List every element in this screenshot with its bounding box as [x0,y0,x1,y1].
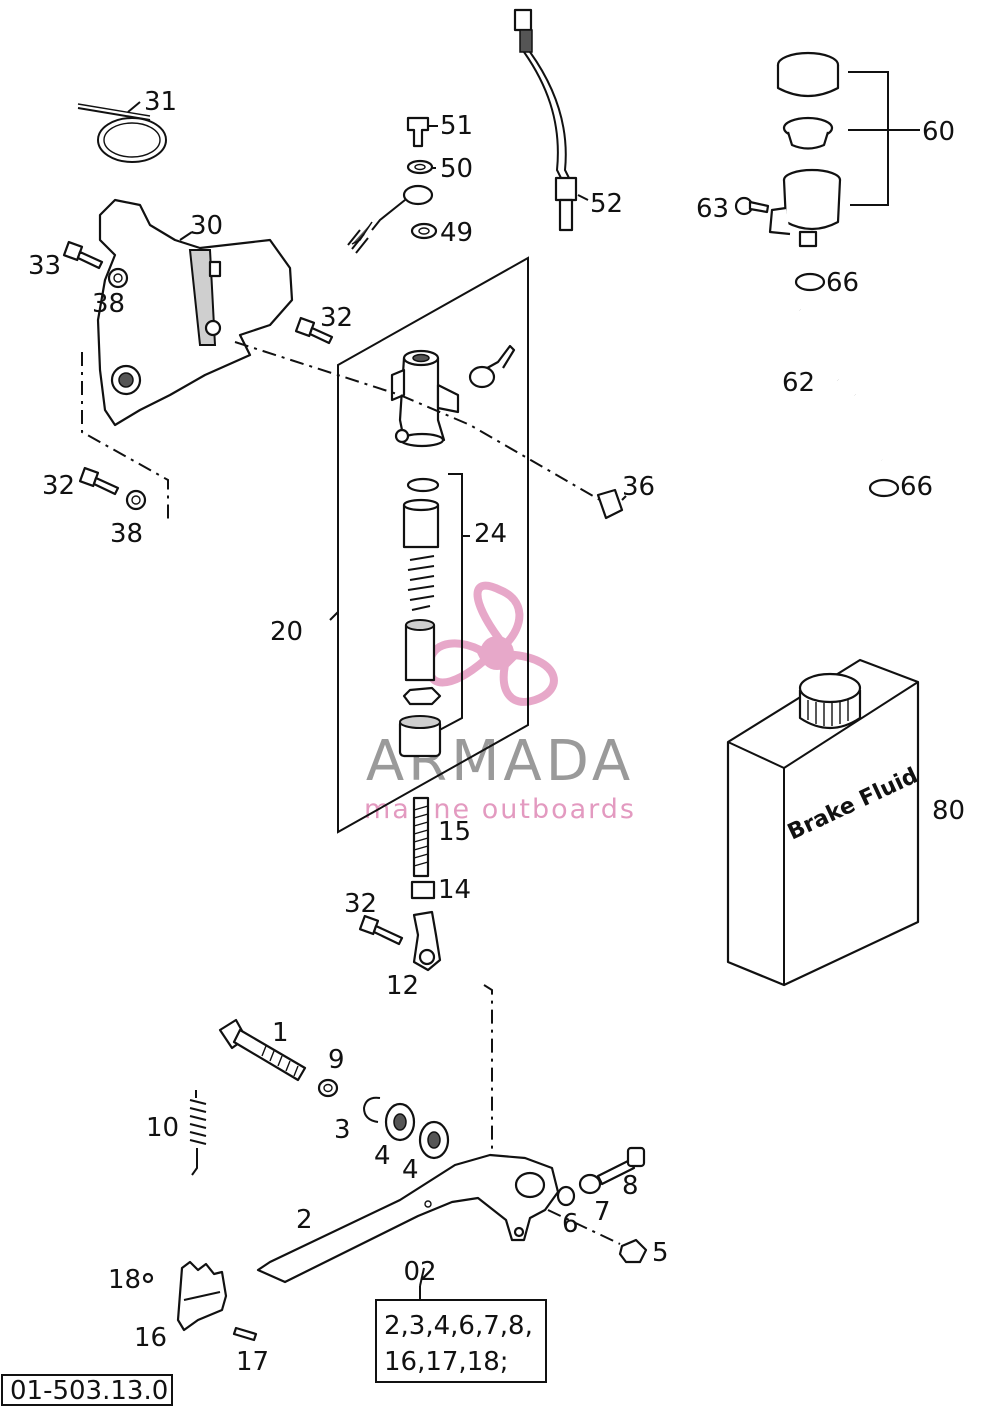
callout-33: 33 [28,251,61,281]
washer-part [317,1078,339,1098]
axis-line [483,984,493,1150]
callout-38: 38 [92,289,125,319]
callout-18: 18 [108,1265,141,1295]
callout-66: 66 [826,268,859,298]
callout-49: 49 [440,218,473,248]
parts-set-line1: 2,3,4,6,7,8, [384,1311,533,1341]
callout-24: 24 [474,519,507,549]
hose-part [795,307,887,461]
callout-60: 60 [922,117,955,147]
reservoir-bracket [848,71,920,206]
bolt-part [294,316,334,345]
callout-14: 14 [438,875,471,905]
guide-line [81,352,169,520]
callout-63: 63 [696,194,729,224]
diagram-id-box [1,1374,173,1406]
callout-80: 80 [932,796,965,826]
callout-8: 8 [622,1171,639,1201]
axis-line [547,1209,621,1245]
washer-part [556,1185,576,1207]
bolt-part [78,466,120,496]
callout-9: 9 [328,1045,345,1075]
bolt-part [62,240,104,270]
pivot-bolt-part [218,1018,307,1082]
callout-17: 17 [236,1347,269,1377]
master-cylinder-part [390,344,516,448]
axis-line [234,341,601,501]
brake-light-switch-part [513,8,578,232]
master-cylinder-group-outline [337,256,529,834]
banjo-bolt-part [347,116,438,254]
screw-part [142,1272,154,1284]
callout-62: 62 [782,368,815,398]
nut-part [410,880,436,900]
callout-51: 51 [440,111,473,141]
callout-38: 38 [110,519,143,549]
parts-set-line2: 16,17,18; [384,1347,509,1377]
bolt-part [596,1146,646,1186]
callout-30: 30 [190,211,223,241]
pedal-step-part [176,1260,228,1332]
piston-kit-part [398,477,442,758]
piston-kit-bracket [431,473,463,735]
hose-clamp-part [868,478,900,498]
callout-20: 20 [270,617,303,647]
bolt-part [358,914,404,946]
cage-nut-part [596,488,624,520]
armada-logo [425,581,558,706]
parts-set-box [375,1299,547,1383]
callout-10: 10 [146,1113,179,1143]
cable-tie-part [77,103,167,163]
callout-31: 31 [144,87,177,117]
bearing-part [418,1120,450,1160]
washer-part [107,267,129,289]
screw-part [734,196,770,216]
watermark-tagline: marine outboards [364,794,636,825]
callout-32: 32 [320,303,353,333]
callouts: 31 30 33 38 32 32 38 51 50 49 52 60 63 6… [28,87,965,1377]
callout-52: 52 [590,189,623,219]
hose-clamp-part [794,272,826,292]
circlip-part [362,1096,381,1123]
callout-15: 15 [438,817,471,847]
callout-50: 50 [440,154,473,184]
bushing-part [578,1173,602,1195]
callout-32: 32 [344,889,377,919]
callout-3: 3 [334,1115,351,1145]
spring-part [189,1090,207,1176]
bearing-part [384,1102,416,1142]
callout-6: 6 [562,1209,579,1239]
diagram-id: 01-503.13.0 [10,1376,168,1406]
callout-32: 32 [42,471,75,501]
callout-66: 66 [900,472,933,502]
callout-12: 12 [386,971,419,1001]
clevis-part [412,910,442,972]
brake-pedal-part [256,1153,560,1284]
callout-16: 16 [134,1323,167,1353]
callout-2: 2 [296,1205,313,1235]
callout-7: 7 [594,1197,611,1227]
brake-fluid-container [726,658,920,987]
push-rod-part [412,796,430,878]
nut-part [618,1238,648,1264]
callout-4: 4 [374,1141,391,1171]
washer-part [125,489,147,511]
callout-4: 4 [402,1155,419,1185]
leader-lines [127,101,862,1287]
reservoir-part [768,51,842,248]
callout-5: 5 [652,1238,669,1268]
callout-1: 1 [272,1018,289,1048]
callout-36: 36 [622,472,655,502]
screw-part [232,1326,258,1342]
bracket-part [96,198,294,427]
